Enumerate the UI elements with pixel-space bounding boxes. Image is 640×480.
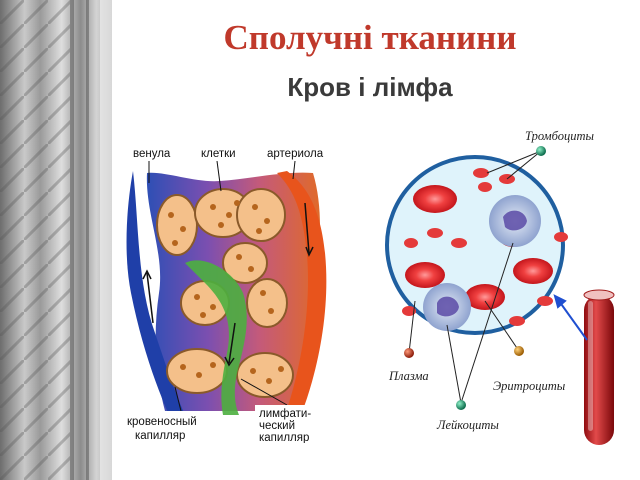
platelets-group [402, 168, 568, 326]
flow-arrows [142, 202, 314, 367]
label-arteriole: артериола [267, 148, 324, 160]
label-erythrocytes: Эритроциты [493, 379, 566, 393]
label-plasma: Плазма [388, 369, 429, 383]
tissue-capillary-diagram: венула клетки артериола кровеносный капи… [125, 143, 343, 443]
slide-title: Сполучні тканини [223, 18, 517, 57]
platelets-marker [536, 146, 546, 156]
label-lymph-capillary-line1: лимфати- [259, 408, 311, 420]
arteriole-vessel [277, 171, 327, 415]
label-cells: клетки [201, 148, 236, 160]
slide-subtitle: Кров і лімфа [287, 72, 453, 102]
leader-lines [148, 160, 296, 412]
leukocytes-marker [456, 400, 466, 410]
decorative-rail [0, 0, 112, 480]
blood-composition-diagram: Тромбоциты Плазма Эритроциты Лейкоциты [385, 129, 615, 445]
zoom-arrow [553, 294, 588, 341]
erythrocytes-marker [514, 346, 524, 356]
cell-clusters [156, 188, 294, 398]
label-blood-capillary-line2: капилляр [135, 430, 185, 442]
label-leaders [408, 150, 542, 404]
plasma-marker [404, 348, 414, 358]
test-tube [583, 289, 615, 445]
label-blood-capillary-line1: кровеносный [127, 416, 197, 428]
lymphatic-capillary [185, 260, 247, 415]
label-leukocytes: Лейкоциты [436, 418, 499, 432]
label-lymph-capillary-line2: ческий [259, 420, 295, 432]
venule-vessel [126, 171, 185, 415]
label-lymph-capillary-line3: капилляр [259, 432, 309, 443]
label-platelets: Тромбоциты [525, 129, 595, 143]
label-venule: венула [133, 148, 171, 160]
leukocytes-group [423, 195, 541, 331]
